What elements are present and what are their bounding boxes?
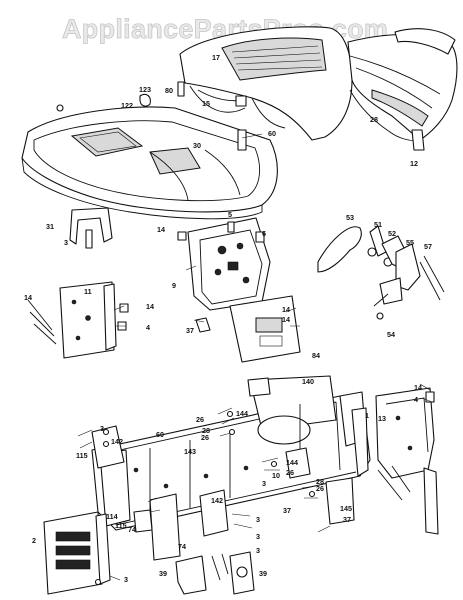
hood-hardware	[56, 81, 263, 151]
callout-143: 143	[184, 447, 196, 456]
callout-1: 1	[365, 411, 369, 420]
side-panel-part-13	[375, 387, 439, 535]
bracket-part-31	[69, 207, 113, 249]
callout-13: 13	[378, 414, 386, 423]
callout-37-bottom: 37	[343, 515, 351, 524]
body-pan-part-30	[21, 106, 278, 220]
callout-142: 142	[111, 437, 123, 446]
callout-39-left: 39	[159, 569, 167, 578]
callout-15: 15	[202, 99, 210, 108]
callout-6: 6	[262, 229, 266, 238]
bracket-part-39	[175, 551, 255, 595]
front-plate-part-2	[43, 511, 111, 595]
callout-26: 26	[196, 415, 204, 424]
main-frame-part-1	[91, 375, 371, 531]
callout-115-lower: 115	[115, 521, 127, 530]
callout-28: 28	[370, 115, 378, 124]
callout-17: 17	[212, 53, 220, 62]
front-grille-part-28	[347, 28, 458, 151]
callout-54: 54	[387, 330, 395, 339]
callout-123: 123	[139, 85, 151, 94]
callout-115: 115	[76, 451, 88, 460]
callout-3-bottom: 3	[256, 532, 260, 541]
callout-14-console: 14	[282, 305, 290, 314]
callout-114: 114	[106, 512, 118, 521]
callout-26-frame: 26	[201, 433, 209, 442]
callout-4-right: 4	[414, 395, 418, 404]
dash-panel-part-9	[177, 217, 271, 311]
callout-12: 12	[410, 159, 418, 168]
callout-140: 140	[302, 377, 314, 386]
callout-3-far: 3	[256, 546, 260, 555]
callout-60: 60	[268, 129, 276, 138]
side-panel-part-11	[27, 281, 129, 359]
callout-52: 52	[388, 229, 396, 238]
callout-4: 4	[146, 323, 150, 332]
callout-31: 31	[46, 222, 54, 231]
callout-26-lowest: 26	[316, 484, 324, 493]
pedal-linkage-parts	[317, 225, 445, 320]
callout-2: 2	[32, 536, 36, 545]
frame-subparts	[91, 377, 355, 561]
callout-labels: 17 80 123 122 15 30 60 28 12 31 3 5 6 14…	[24, 53, 432, 584]
callout-122: 122	[121, 101, 133, 110]
callout-9: 9	[172, 281, 176, 290]
callout-53: 53	[346, 213, 354, 222]
callout-37-right: 37	[283, 506, 291, 515]
callout-5: 5	[228, 210, 232, 219]
callout-30: 30	[193, 141, 201, 150]
callout-28-lower: 28	[316, 477, 324, 486]
callout-144-lower: 144	[286, 458, 298, 467]
callout-3: 3	[64, 238, 68, 247]
callout-11: 11	[84, 287, 92, 296]
callout-142-lower: 142	[211, 496, 223, 505]
callout-144: 144	[236, 409, 248, 418]
callout-3-right: 3	[256, 515, 260, 524]
callout-3-front: 3	[124, 575, 128, 584]
callout-57: 57	[424, 242, 432, 251]
callout-14-mid: 14	[146, 302, 154, 311]
bolts-and-leaders	[77, 265, 433, 586]
callout-55: 55	[406, 238, 414, 247]
callout-145: 145	[340, 504, 352, 513]
callout-3-frame: 3	[100, 424, 104, 433]
callout-14-left: 14	[24, 293, 32, 302]
callout-28-frame: 28	[202, 426, 210, 435]
callout-51: 51	[374, 220, 382, 229]
callout-10: 10	[272, 471, 280, 480]
callout-84: 84	[312, 351, 320, 360]
callout-26-lower: 26	[286, 468, 294, 477]
callout-14: 14	[157, 225, 165, 234]
callout-74-lower: 74	[178, 542, 186, 551]
callout-80: 80	[165, 86, 173, 95]
callout-3-mid: 3	[262, 479, 266, 488]
callout-14-right: 14	[414, 383, 422, 392]
callout-14-console-2: 14	[282, 315, 290, 324]
callout-37: 37	[186, 326, 194, 335]
callout-60-frame: 60	[156, 430, 164, 439]
console-plate-part-84	[195, 295, 301, 363]
callout-74: 74	[128, 525, 136, 534]
hood-part-17	[179, 26, 353, 141]
callout-39-right: 39	[259, 569, 267, 578]
